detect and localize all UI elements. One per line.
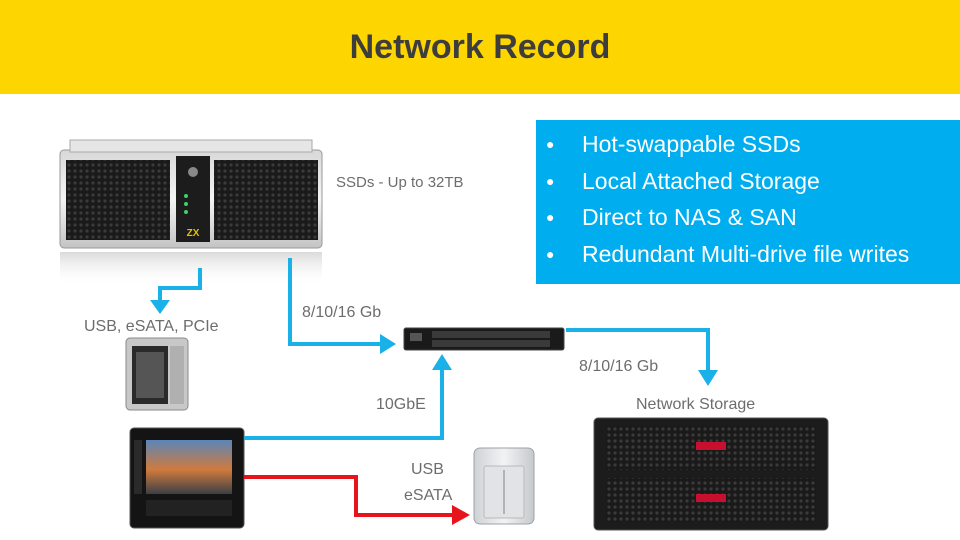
arrow-switch-to-storage xyxy=(566,328,710,372)
server-brand-logo: ZX xyxy=(187,228,200,239)
usb-esata-pcie-label: USB, eSATA, PCIe xyxy=(84,318,219,335)
arrow-server-to-enclosure xyxy=(158,268,202,300)
feature-item: ● Redundant Multi-drive file writes xyxy=(536,236,960,273)
usb-label: USB xyxy=(411,461,444,478)
network-storage-label: Network Storage xyxy=(636,396,756,413)
bullet-icon: ● xyxy=(546,209,555,225)
external-enclosure xyxy=(125,337,189,411)
rack-server: ZX xyxy=(59,139,323,286)
network-storage-chassis xyxy=(593,417,829,531)
bullet-icon: ● xyxy=(546,245,555,262)
arrow-recorder-to-switch xyxy=(244,368,444,440)
feature-item: ● Direct to NAS & SAN xyxy=(536,199,960,236)
blue-connections xyxy=(158,258,710,440)
network-switch xyxy=(403,327,565,351)
slide-title: Network Record xyxy=(349,28,611,66)
red-connection xyxy=(244,475,470,525)
feature-item: ● Hot-swappable SSDs xyxy=(536,126,960,163)
tengbe-label: 10GbE xyxy=(376,396,426,413)
feature-text: Direct to NAS & SAN xyxy=(582,204,797,230)
feature-panel: ● Hot-swappable SSDs ● Local Attached Stor… xyxy=(536,120,960,284)
feature-item: ● Local Attached Storage xyxy=(536,163,960,200)
feature-text: Hot-swappable SSDs xyxy=(582,131,801,157)
esata-label: eSATA xyxy=(404,487,453,504)
recorder-device xyxy=(129,427,245,529)
speed-label-right: 8/10/16 Gb xyxy=(579,358,659,375)
feature-text: Local Attached Storage xyxy=(582,167,820,194)
speed-label-left: 8/10/16 Gb xyxy=(302,304,382,321)
ssd-capacity-label: SSDs - Up to 32TB xyxy=(336,174,464,191)
bullet-icon: ● xyxy=(546,136,555,152)
blue-arrowheads xyxy=(150,300,718,386)
usb-esata-drive xyxy=(473,447,535,525)
feature-list: ● Hot-swappable SSDs ● Local Attached Stor… xyxy=(536,120,960,272)
bullet-icon: ● xyxy=(546,172,555,189)
arrow-server-to-switch xyxy=(288,258,382,346)
feature-text: Redundant Multi-drive file writes xyxy=(582,240,910,267)
header-banner xyxy=(0,0,960,94)
